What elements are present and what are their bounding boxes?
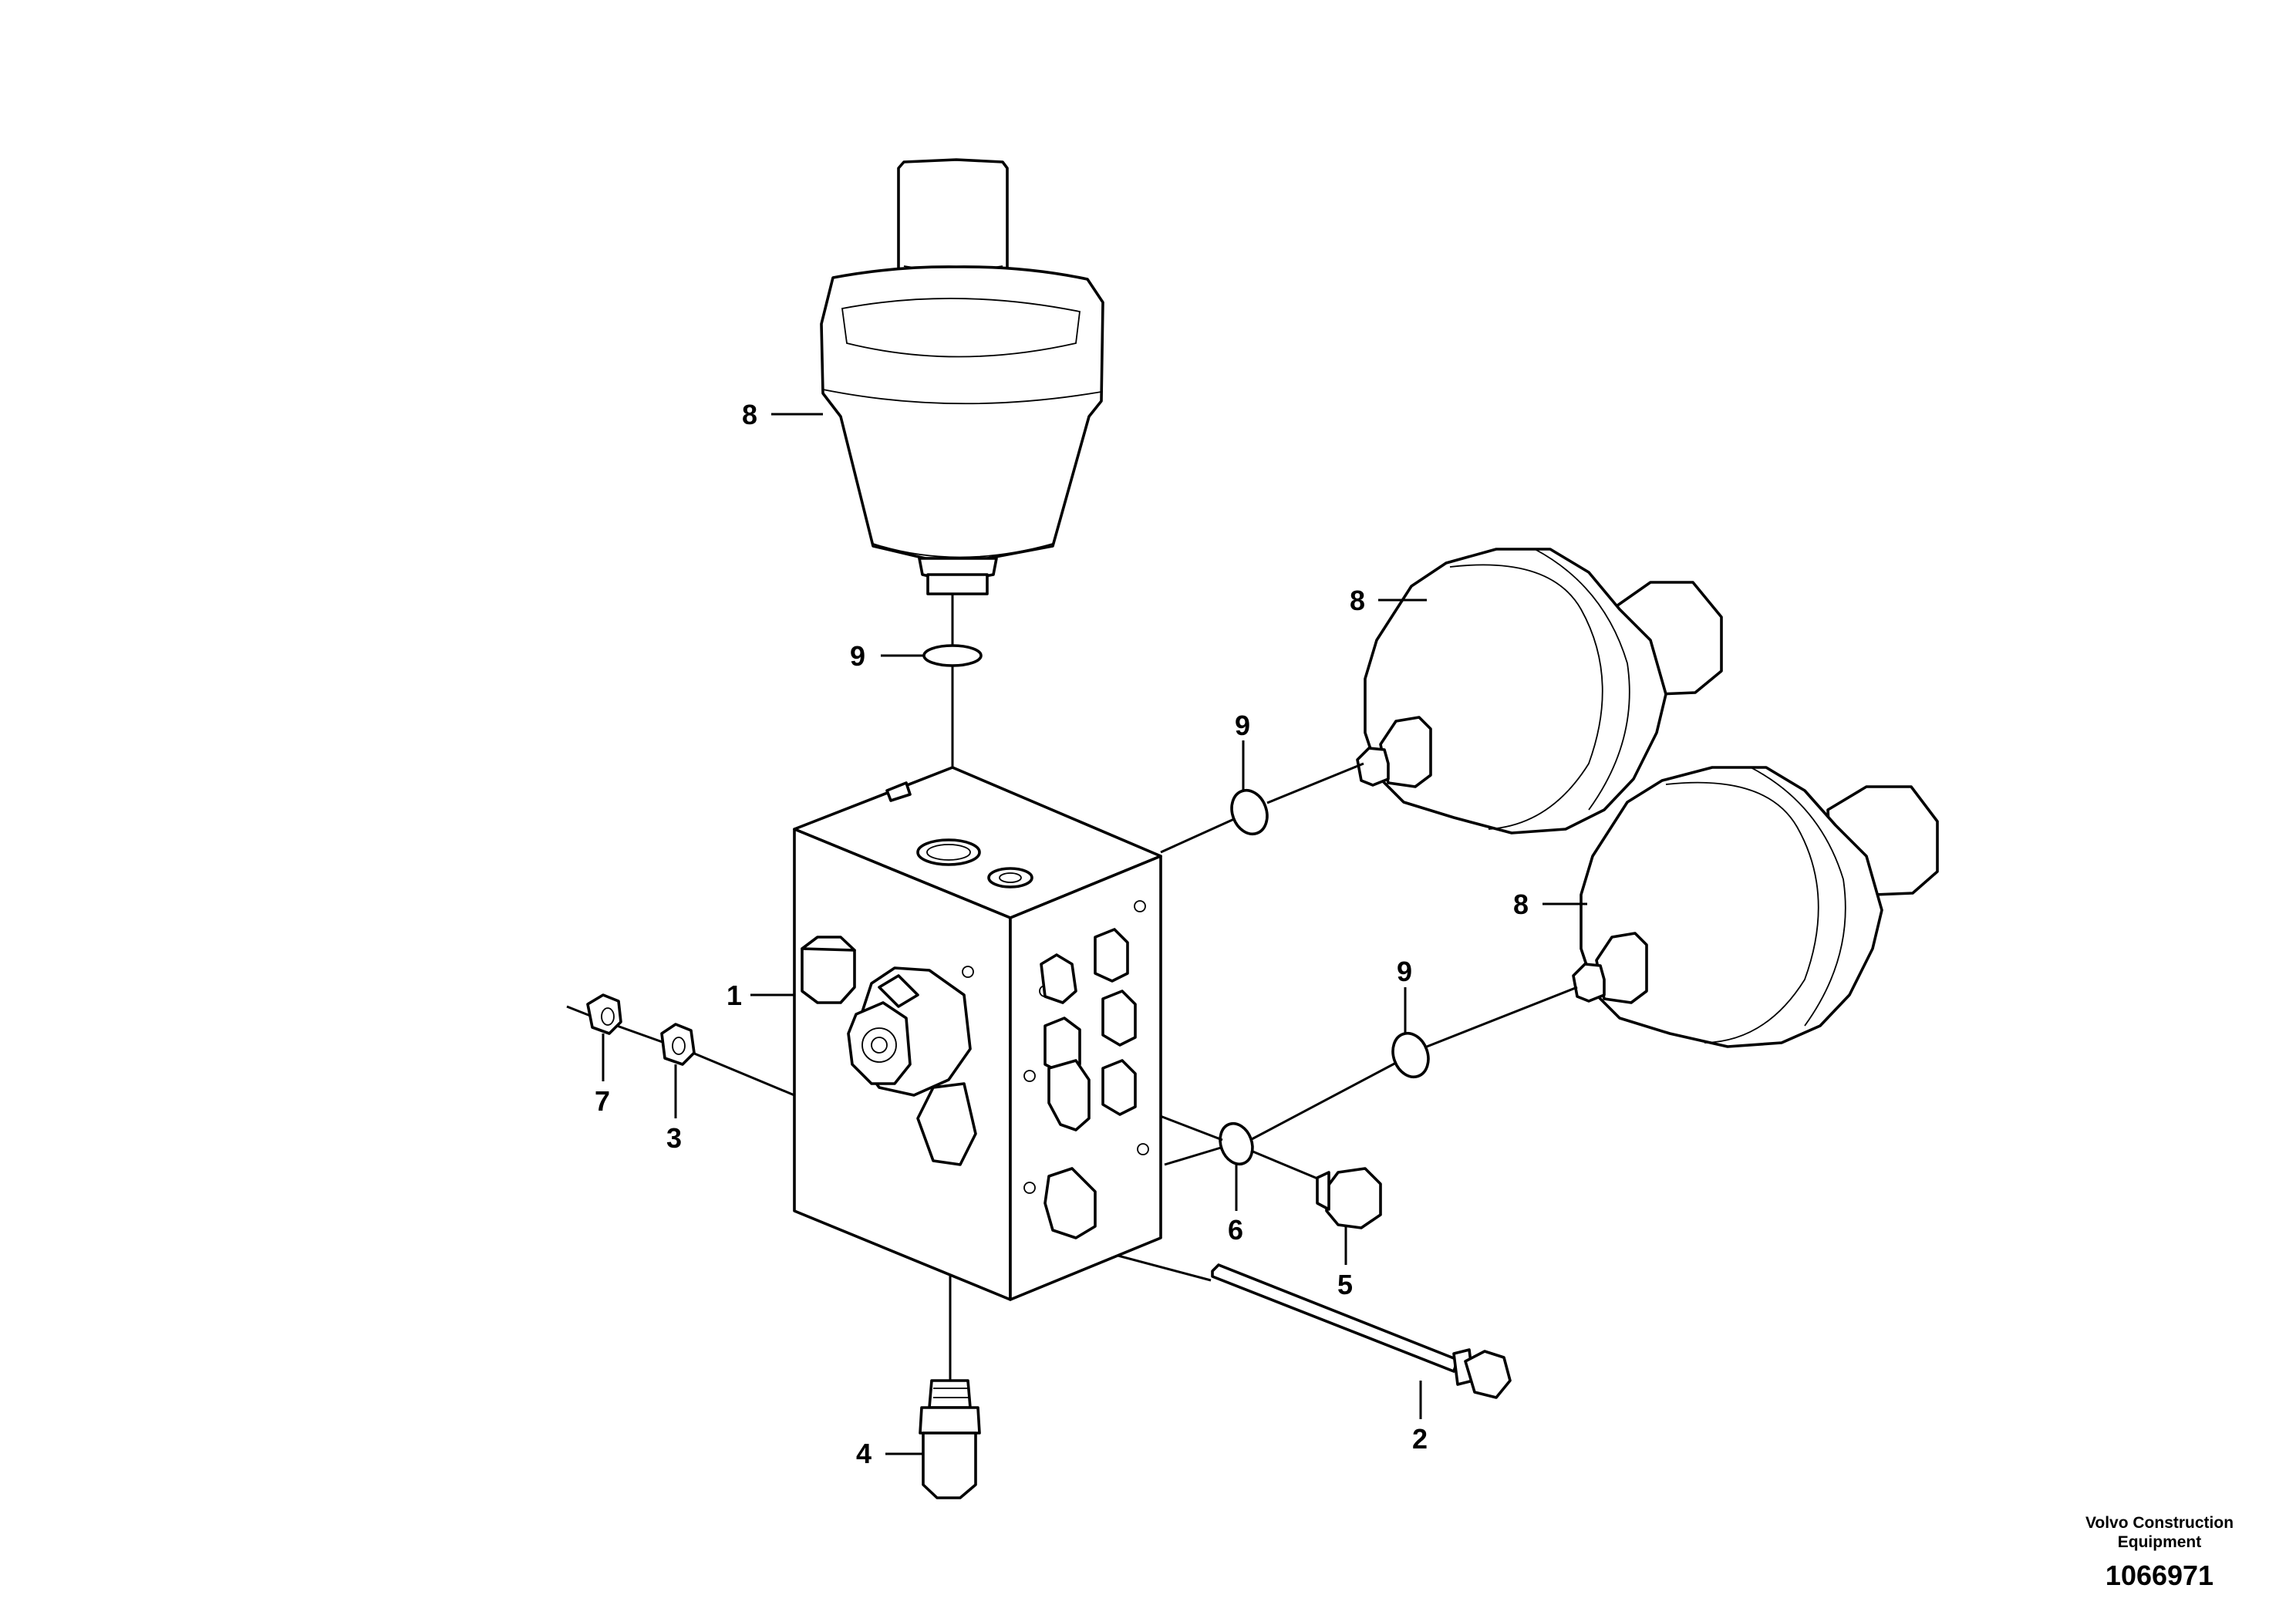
callout-o-ring-plug: 6 [1228,1214,1243,1246]
washer [660,1023,696,1066]
callout-accumulator-low: 8 [1513,889,1529,920]
callout-washer: 3 [666,1122,682,1154]
o-ring-low [1391,1031,1430,1079]
company-name: Volvo Construction Equipment [2085,1514,2234,1551]
valve-block [793,766,1162,1301]
document-number: 1066971 [2105,1560,2214,1591]
accumulator-top [820,158,1104,595]
callout-plug: 5 [1337,1269,1353,1300]
callout-pressure-sensor: 4 [856,1438,872,1469]
o-ring-plug [1219,1121,1254,1166]
callout-accumulator-top: 8 [742,399,757,430]
accumulator-low [1572,766,1939,1048]
o-ring-top [922,644,983,667]
callout-valve-block: 1 [727,980,742,1011]
callout-long-bolt: 2 [1412,1423,1428,1455]
long-bolt [1211,1263,1512,1399]
pressure-sensor [919,1379,981,1499]
callout-o-ring-mid: 9 [1235,710,1250,741]
leader-lines [602,413,1587,1455]
callout-accumulator-mid: 8 [1350,585,1365,616]
accumulator-mid [1356,548,1723,835]
callout-o-ring-low: 9 [1397,956,1412,987]
o-ring-mid [1230,788,1269,836]
nut [586,993,622,1035]
callout-nut: 7 [595,1085,610,1117]
plug [1316,1167,1382,1229]
callout-o-ring-top: 9 [850,640,865,672]
